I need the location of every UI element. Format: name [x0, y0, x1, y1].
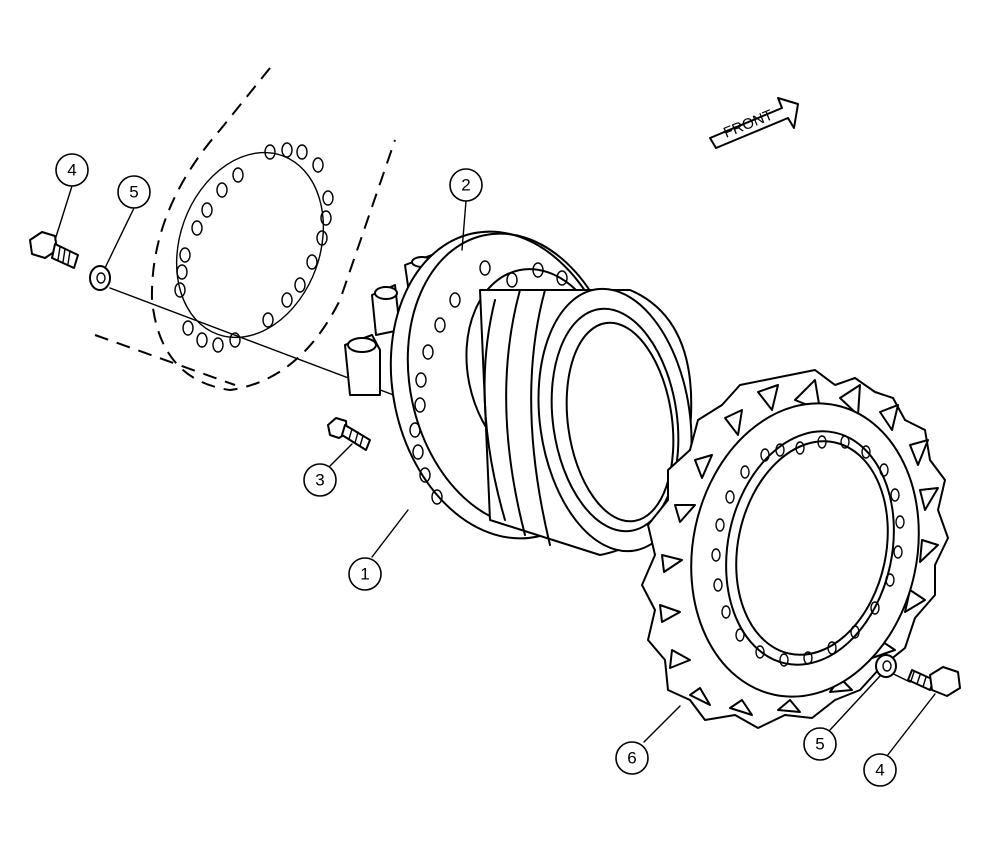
callout-5-left-label: 5: [129, 183, 138, 202]
leader-lines: [54, 185, 936, 757]
callout-6: 6: [615, 741, 649, 775]
callout-2-label: 2: [461, 176, 470, 195]
bolt-small-part-3: [327, 417, 371, 451]
callout-3-label: 3: [315, 471, 324, 490]
track-frame-outline: [94, 67, 396, 392]
callout-4-right-label: 4: [875, 761, 884, 780]
front-direction-arrow: FRONT: [709, 97, 799, 149]
callout-2: 2: [449, 168, 483, 202]
final-drive-housing-part-1-2: [344, 230, 693, 556]
callout-4-left-label: 4: [67, 161, 76, 180]
callout-5-right-label: 5: [815, 735, 824, 754]
frame-bolt-holes: [174, 142, 334, 353]
sprocket-teeth: [659, 379, 939, 716]
sprocket-bolt-holes: [711, 435, 905, 667]
bolt-left-part-4: [29, 231, 79, 269]
front-label: FRONT: [721, 107, 775, 142]
callout-3: 3: [303, 463, 337, 497]
callout-1-label: 1: [360, 565, 369, 584]
callout-5-left: 5: [117, 175, 151, 209]
bolt-right-part-4: [907, 666, 961, 697]
callout-4-left: 4: [55, 153, 89, 187]
callout-6-label: 6: [627, 749, 636, 768]
sprocket-part-6: [641, 369, 949, 729]
callout-4-right: 4: [863, 753, 897, 787]
washer-right-part-5: [875, 654, 897, 678]
washer-left-part-5: [89, 265, 111, 291]
callout-5-right: 5: [803, 727, 837, 761]
callout-1: 1: [348, 557, 382, 591]
